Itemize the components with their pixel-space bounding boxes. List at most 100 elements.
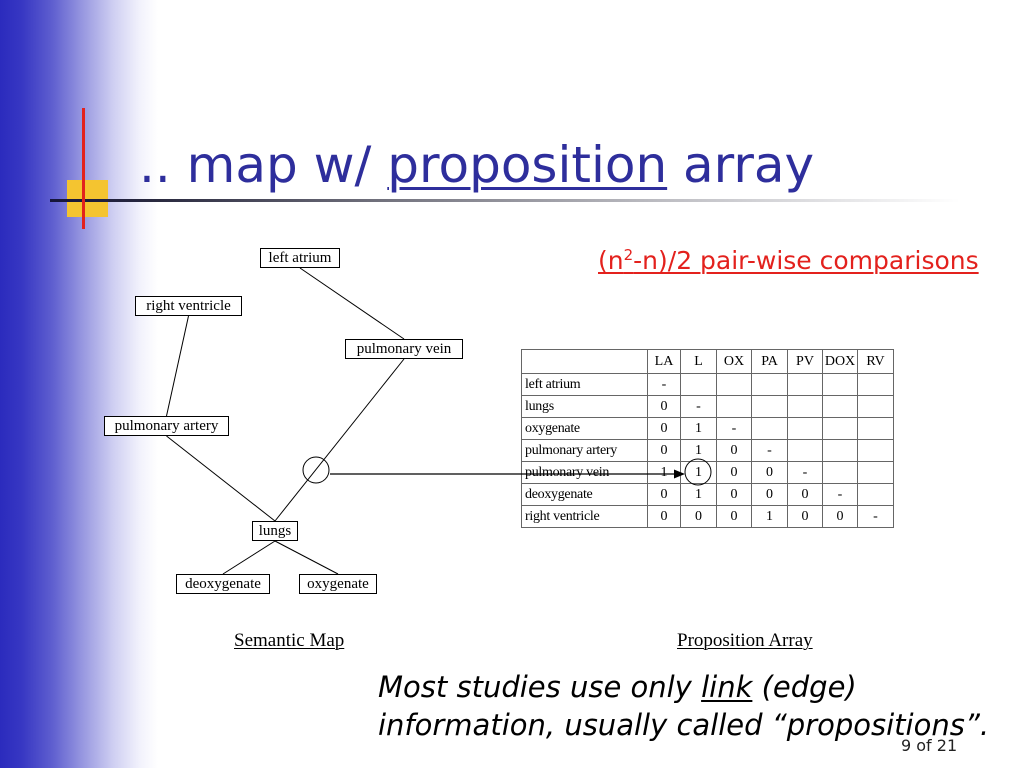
- table-cell: 1: [680, 439, 717, 462]
- caption-proposition-array: Proposition Array: [677, 630, 813, 651]
- table-cell: 0: [716, 461, 752, 484]
- column-header: L: [680, 349, 717, 374]
- note-line1-before: Most studies use only: [378, 670, 702, 704]
- table-cell: [787, 395, 823, 418]
- row-label: right ventricle: [521, 505, 648, 528]
- table-cell: [716, 373, 752, 396]
- row-label: pulmonary artery: [521, 439, 648, 462]
- column-header: OX: [716, 349, 752, 374]
- table-cell: 0: [647, 439, 681, 462]
- table-corner-cell: [521, 349, 648, 374]
- table-cell: -: [822, 483, 858, 506]
- table-cell: [857, 373, 894, 396]
- comparison-formula: (n2-n)/2 pair-wise comparisons: [598, 246, 979, 276]
- table-cell: [716, 395, 752, 418]
- title-underlined-word: proposition: [387, 136, 668, 194]
- formula-prefix: (n: [598, 246, 624, 275]
- table-cell: 0: [716, 505, 752, 528]
- title-suffix: array: [667, 136, 815, 194]
- table-cell: 1: [751, 505, 788, 528]
- map-edge: [274, 358, 405, 522]
- map-highlight-circle: [302, 456, 330, 484]
- node-oxygenate: oxygenate: [299, 574, 377, 594]
- table-cell: 0: [647, 483, 681, 506]
- map-edge: [299, 267, 405, 340]
- table-cell: [751, 373, 788, 396]
- table-cell: 0: [787, 483, 823, 506]
- map-edge: [274, 540, 339, 575]
- formula-superscript: 2: [623, 246, 634, 264]
- table-cell: 0: [751, 461, 788, 484]
- background-gradient: [0, 0, 160, 768]
- slide-title: .. map w/ proposition array: [139, 135, 814, 195]
- table-cell: [857, 439, 894, 462]
- table-cell: [787, 439, 823, 462]
- row-label: left atrium: [521, 373, 648, 396]
- title-rule: [50, 199, 960, 202]
- map-edge: [166, 435, 276, 522]
- map-edge: [166, 315, 189, 417]
- table-cell: 0: [647, 505, 681, 528]
- accent-yellow-square: [67, 180, 108, 217]
- table-cell: 0: [822, 505, 858, 528]
- table-cell: [822, 461, 858, 484]
- node-pulmonary-vein: pulmonary vein: [345, 339, 463, 359]
- table-cell: 0: [787, 505, 823, 528]
- table-cell: [787, 373, 823, 396]
- column-header: LA: [647, 349, 681, 374]
- table-cell: -: [647, 373, 681, 396]
- table-cell: [822, 373, 858, 396]
- row-label: lungs: [521, 395, 648, 418]
- table-cell: 0: [680, 505, 717, 528]
- title-prefix: .. map w/: [139, 136, 388, 194]
- table-cell: 1: [680, 417, 717, 440]
- table-cell: 1: [680, 461, 717, 484]
- note-line-1: Most studies use only link (edge): [378, 668, 857, 706]
- page-number: 9 of 21: [901, 736, 958, 755]
- node-right-ventricle: right ventricle: [135, 296, 242, 316]
- column-header: PA: [751, 349, 788, 374]
- table-cell: 0: [647, 417, 681, 440]
- note-line1-after: (edge): [752, 670, 857, 704]
- note-link-word: link: [701, 670, 753, 704]
- table-cell: 1: [680, 483, 717, 506]
- table-cell: -: [857, 505, 894, 528]
- table-cell: [857, 483, 894, 506]
- table-cell: [822, 395, 858, 418]
- table-cell: [857, 395, 894, 418]
- node-deoxygenate: deoxygenate: [176, 574, 270, 594]
- row-label: pulmonary vein: [521, 461, 648, 484]
- note-line-2: information, usually called “proposition…: [378, 708, 990, 742]
- table-cell: 0: [647, 395, 681, 418]
- table-cell: 0: [716, 439, 752, 462]
- table-cell: 1: [647, 461, 681, 484]
- table-cell: [857, 461, 894, 484]
- column-header: PV: [787, 349, 823, 374]
- node-left-atrium: left atrium: [260, 248, 340, 268]
- formula-suffix: -n)/2 pair-wise comparisons: [633, 246, 979, 275]
- table-cell: 0: [716, 483, 752, 506]
- row-label: oxygenate: [521, 417, 648, 440]
- table-cell: -: [716, 417, 752, 440]
- table-cell: [751, 395, 788, 418]
- accent-red-bar: [82, 108, 85, 229]
- node-pulmonary-artery: pulmonary artery: [104, 416, 229, 436]
- table-cell: -: [787, 461, 823, 484]
- table-row: left atrium-: [521, 373, 894, 396]
- table-cell: [787, 417, 823, 440]
- table-cell: -: [680, 395, 717, 418]
- table-cell: [680, 373, 717, 396]
- table-cell: [822, 439, 858, 462]
- caption-semantic-map: Semantic Map: [234, 630, 345, 651]
- table-cell: [822, 417, 858, 440]
- table-cell: 0: [751, 483, 788, 506]
